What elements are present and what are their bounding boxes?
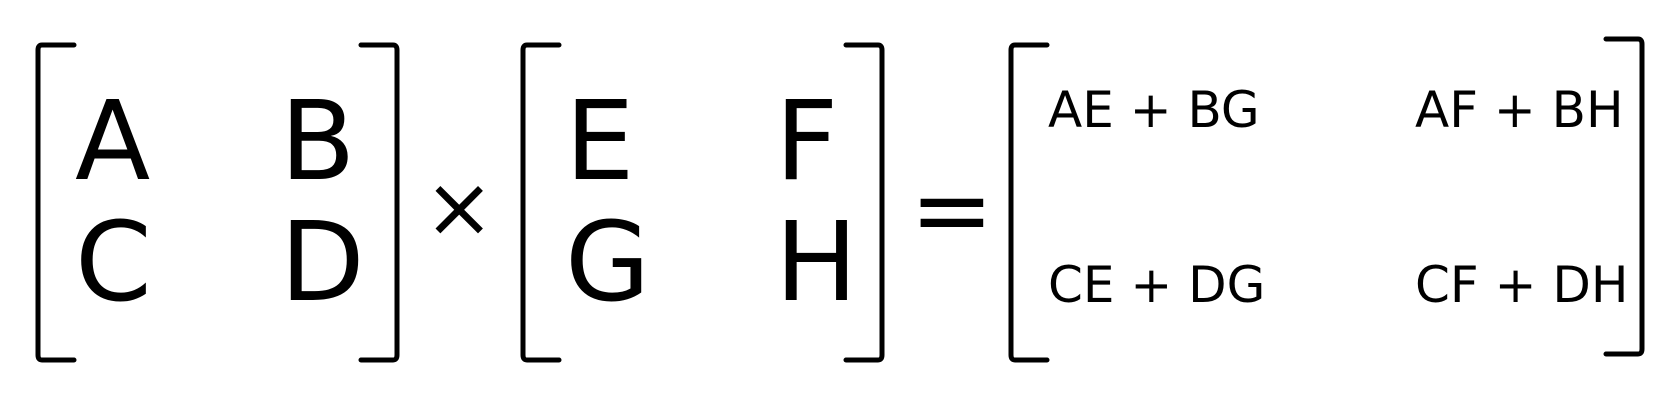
multiply-operator: × (424, 158, 495, 256)
result-cell-ae-bg: AE + BG (1048, 81, 1260, 139)
result-cell-cf-dh: CF + DH (1415, 256, 1629, 314)
equals-operator: = (910, 151, 994, 268)
right-matrix-cell-e: E (565, 77, 635, 205)
right-matrix-cell-g: G (565, 198, 651, 326)
right-matrix-open-bracket (520, 42, 562, 363)
left-matrix-close-bracket (358, 42, 400, 363)
result-matrix-close-bracket (1603, 36, 1645, 357)
right-matrix-cell-h: H (775, 198, 858, 326)
right-matrix-close-bracket (843, 42, 885, 363)
left-matrix-cell-a: A (75, 77, 151, 205)
left-matrix-open-bracket (35, 42, 77, 363)
result-cell-af-bh: AF + BH (1415, 81, 1624, 139)
result-matrix-open-bracket (1008, 42, 1050, 363)
left-matrix-cell-c: C (75, 198, 152, 326)
right-matrix-cell-f: F (775, 77, 839, 205)
result-cell-ce-dg: CE + DG (1048, 256, 1266, 314)
left-matrix-cell-d: D (280, 198, 365, 326)
left-matrix-cell-b: B (280, 77, 356, 205)
